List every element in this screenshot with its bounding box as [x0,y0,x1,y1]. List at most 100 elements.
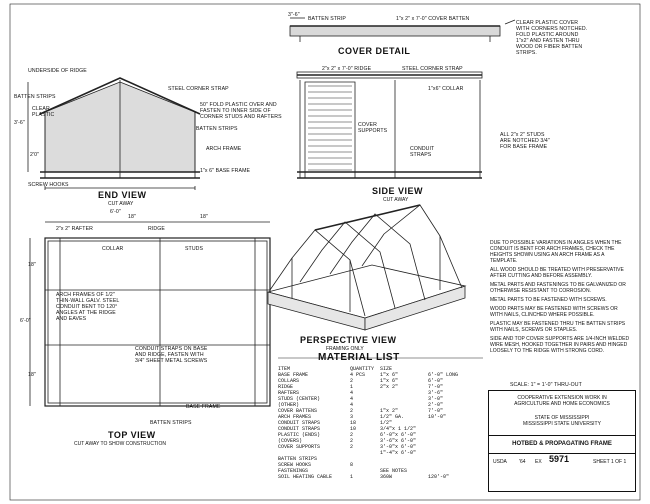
top-view-collar: COLLAR [102,246,124,252]
material-size: 1/2" [380,420,393,426]
cover-detail-batten-strip: BATTEN STRIP [308,16,346,22]
material-item: (OTHER) [278,402,300,408]
material-item: SOIL HEATING CABLE [278,474,333,480]
top-view-base-frame: BASE FRAME [186,404,221,410]
note-item: ALL WOOD SHOULD BE TREATED WITH PRESERVA… [490,267,624,279]
material-length: 6'-0" LONG [428,372,459,378]
material-item: CONDUIT STRAPS [278,420,321,426]
top-view-dim-18b: 18" [200,214,208,220]
top-view-title: TOP VIEW [108,430,156,440]
material-quantity: 2 [350,378,354,384]
side-view-studs-note: ALL 2"x 2" STUDS ARE NOTCHED 3/4" FOR BA… [500,132,550,150]
top-view-dim-6ft: 6'-0" [20,318,31,324]
perspective-view-title: PERSPECTIVE VIEW [300,335,397,345]
top-view-ridge: RIDGE [148,226,165,232]
side-view-ridge: 2"x 2" x 7'-0" RIDGE [322,66,372,72]
material-quantity: 4 [350,390,354,396]
material-list-header-quantity: QUANTITY [350,366,375,372]
material-size: 1"x 6" [380,372,399,378]
end-view-screw-hooks: SCREW HOOKS [28,182,69,188]
end-view-dim-width: 6'-0" [110,209,121,215]
material-size: 6'-0"x 6'-0" [380,432,417,438]
top-view-dim-18c: 18" [28,262,36,268]
material-list-title: MATERIAL LIST [318,352,400,363]
material-list-row: 1"-4"x 6'-0" [278,450,483,456]
cover-detail-title: COVER DETAIL [338,46,411,56]
end-view-arch-frame: ARCH FRAME [206,146,242,152]
title-block-ex: EX [535,459,542,465]
material-size: 3/4"x 1 1/2" [380,426,417,432]
material-item: STUDS (CENTER) [278,396,321,402]
title-block-name: HOTBED & PROPAGATING FRAME [512,441,612,447]
top-view-rafter: 2"x 2" RAFTER [56,226,93,232]
material-size: SEE NOTES [380,468,408,474]
perspective-view-subtitle: FRAMING ONLY [326,346,364,352]
end-view-steel-corner-strap: STEEL CORNER STRAP [168,86,229,92]
material-list-header-item: ITEM [278,366,291,372]
material-length: 7'-0" [428,384,444,390]
material-quantity: 3 [350,414,354,420]
material-quantity: 10 [350,426,357,432]
material-item: RAFTERS [278,390,300,396]
material-quantity: 4 [350,402,354,408]
note-item: SIDE AND TOP COVER SUPPORTS ARE 1/4-INCH… [490,336,630,354]
side-view-steel-corner-strap: STEEL CORNER STRAP [402,66,463,72]
material-quantity: 4 [350,396,354,402]
material-item: PLASTIC (ENDS) [278,432,321,438]
side-view-title: SIDE VIEW [372,186,424,196]
material-item: COVER BATTENS [278,408,318,414]
material-length: 10'-0" [428,414,447,420]
side-view-collar: 1"x6" COLLAR [428,86,464,92]
material-item: COLLARS [278,378,300,384]
material-size: 1"-4"x 6'-0" [380,450,417,456]
material-item: (COVERS) [278,438,303,444]
title-block-year: '64 [519,459,526,465]
end-view-dim-height: 3'-6" [14,120,25,126]
end-view-dim-wall: 2'0" [30,152,40,158]
material-item: BATTEN STRIPS [278,456,318,462]
top-view-conduit-straps: CONDUIT STRAPS ON BASE AND RIDGE, FASTEN… [135,346,208,364]
material-size: 360W [380,474,393,480]
end-view-clear-plastic: CLEAR PLASTIC [32,106,55,118]
cover-detail-drawing [289,17,516,42]
material-size: 1"x 2" [380,408,399,414]
end-view-fold-plastic: 50" FOLD PLASTIC OVER AND FASTEN TO INNE… [200,102,282,120]
side-view-conduit-straps: CONDUIT STRAPS [410,146,435,158]
material-quantity: 2 [350,444,354,450]
material-quantity: 1 [350,474,354,480]
note-item: METAL PARTS AND FASTENINGS TO BE GALVANI… [490,282,626,294]
top-view-drawing [29,221,271,407]
material-list-row: RAFTERS 4 3'-6" [278,390,483,396]
material-item: BASE FRAME [278,372,309,378]
end-view-subtitle: CUT AWAY [108,201,134,207]
material-length: 3'-6" [428,390,444,396]
top-view-studs: STUDS [185,246,204,252]
material-list-header: ITEM QUANTITY SIZE [278,366,483,372]
top-view-arch-frames: ARCH FRAMES OF 1/2" THIN-WALL GALV. STEE… [56,292,120,322]
end-view-batten-strips-2: BATTEN STRIPS [196,126,238,132]
title-block: COOPERATIVE EXTENSION WORK IN AGRICULTUR… [488,390,636,492]
top-view-subtitle: CUT AWAY TO SHOW CONSTRUCTION [74,441,166,447]
top-view-dim-18d: 18" [28,372,36,378]
material-length: 120'-0" [428,474,450,480]
material-item: COVER SUPPORTS [278,444,321,450]
side-view-drawing [296,71,483,179]
top-view-dim-18a: 18" [128,214,136,220]
material-item: ARCH FRAMES [278,414,312,420]
material-size: 3'-0"x 6'-0" [380,444,417,450]
material-item: CONDUIT STRAPS [278,426,321,432]
end-view-title: END VIEW [98,190,147,200]
